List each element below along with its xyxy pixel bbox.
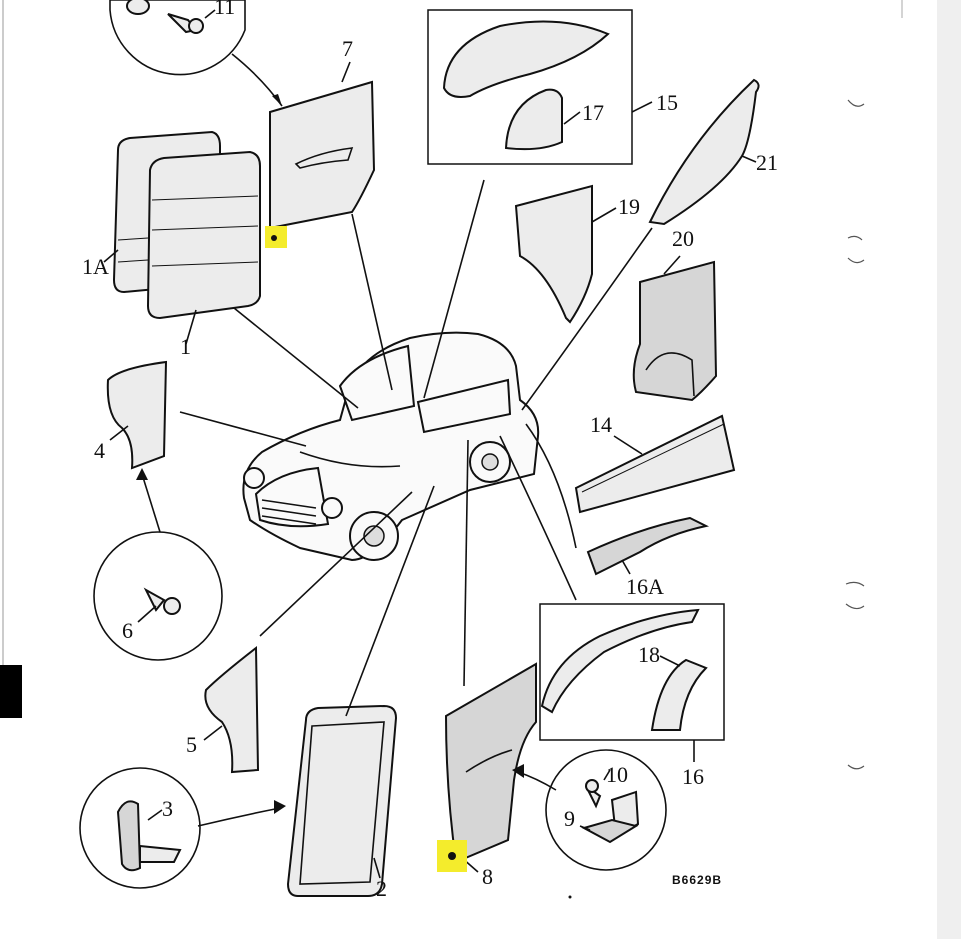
part-16a-trim: [586, 516, 710, 576]
inset-circle-clip-3: [79, 767, 286, 889]
label-10: 10: [606, 762, 628, 787]
part-labels: 11 7 15 17 21 19 20 1A 1 14 4 16A 6 18 5…: [82, 0, 778, 901]
stray-mark: [568, 895, 572, 899]
part-20-trim-panel: [632, 255, 718, 402]
part-4-trim: [106, 360, 168, 470]
label-1a: 1A: [82, 254, 109, 279]
drawing-code: B6629B: [672, 873, 722, 887]
label-1: 1: [180, 334, 191, 359]
label-6: 6: [122, 618, 133, 643]
label-16a: 16A: [626, 574, 664, 599]
label-3: 3: [162, 796, 173, 821]
scrollbar-track[interactable]: [937, 0, 961, 939]
label-9: 9: [564, 806, 575, 831]
part-1-trim-panel: [146, 150, 261, 345]
part-21-trim-strip: [648, 78, 760, 226]
part-14-trim-strip: [574, 414, 736, 514]
label-20: 20: [672, 226, 694, 251]
part-15-17-group: [427, 9, 653, 165]
label-5: 5: [186, 732, 197, 757]
part-7-fixing-point: [271, 235, 277, 241]
part-5-trim: [203, 645, 260, 774]
label-18: 18: [638, 642, 660, 667]
label-21: 21: [756, 150, 778, 175]
label-7: 7: [342, 36, 353, 61]
label-8: 8: [482, 864, 493, 889]
label-11: 11: [214, 0, 235, 19]
inset-circle-screw-11: [109, 0, 283, 107]
binder-marks: [845, 0, 903, 770]
part-2-door-panel: [286, 704, 398, 897]
leader-lines: [179, 179, 653, 717]
part-19-trim: [514, 184, 617, 324]
inset-circle-bracket-9-10: [512, 749, 667, 871]
label-15: 15: [656, 90, 678, 115]
label-17: 17: [582, 100, 604, 125]
inset-circle-screw-6: [93, 468, 223, 661]
label-2: 2: [376, 876, 387, 901]
label-16: 16: [682, 764, 704, 789]
label-4: 4: [94, 438, 105, 463]
label-14: 14: [590, 412, 612, 437]
part-8-fixing-point: [448, 852, 456, 860]
part-16-18-group: [539, 603, 725, 762]
page-edge-tab: [0, 665, 22, 718]
part-7-trim-panel: [269, 61, 376, 230]
car-body-outline: [242, 331, 540, 562]
label-19: 19: [618, 194, 640, 219]
